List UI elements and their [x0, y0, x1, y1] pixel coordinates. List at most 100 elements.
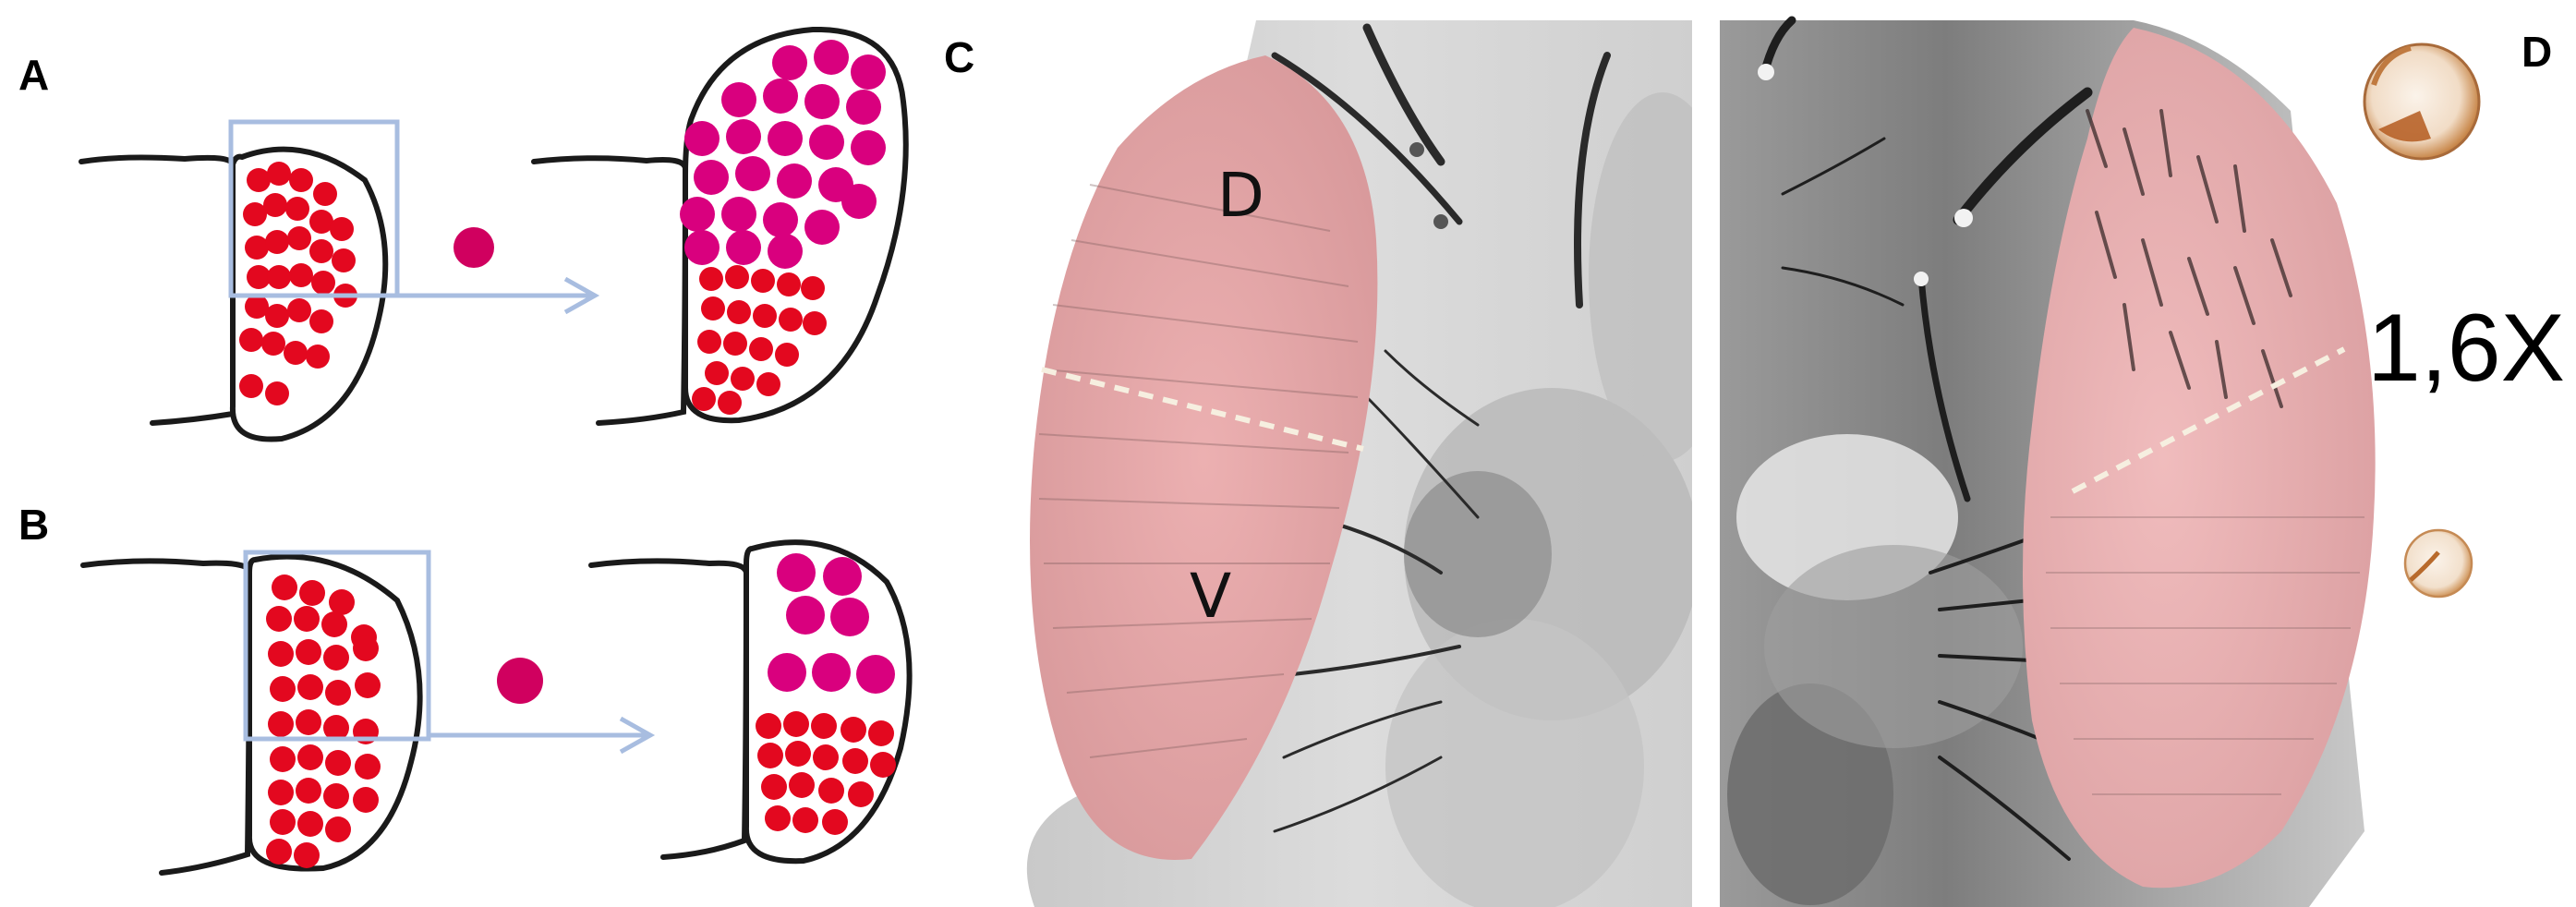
- cell: [270, 809, 296, 835]
- cell: [789, 772, 815, 798]
- cell: [723, 332, 747, 356]
- cell: [680, 197, 715, 232]
- cell: [287, 298, 311, 322]
- panel-separator: [1692, 0, 1720, 907]
- cell: [296, 639, 321, 665]
- cell: [804, 84, 840, 119]
- cell: [329, 589, 355, 615]
- cell: [830, 598, 869, 636]
- cell: [768, 653, 806, 692]
- cell: [777, 553, 816, 592]
- cell: [325, 816, 351, 842]
- cell: [265, 304, 289, 328]
- cell: [694, 160, 729, 195]
- cell: [726, 119, 761, 154]
- cell: [297, 674, 323, 700]
- cell: [699, 267, 723, 291]
- cell: [756, 372, 780, 396]
- cell: [309, 309, 333, 333]
- cell: [763, 79, 798, 114]
- panel-c: C: [944, 0, 2376, 907]
- cell: [299, 580, 325, 606]
- cell: [765, 805, 791, 831]
- cell: [822, 809, 848, 835]
- cell: [813, 744, 839, 770]
- cell: [756, 713, 781, 739]
- cell: [846, 90, 881, 125]
- cell: [268, 641, 294, 667]
- cell: [811, 713, 837, 739]
- cell: [306, 345, 330, 369]
- cell: [330, 217, 354, 241]
- cell: [721, 197, 756, 232]
- cell: [294, 606, 320, 632]
- cell: [868, 720, 894, 746]
- dorsal-label: D: [1217, 160, 1264, 231]
- panel-b: B: [18, 501, 910, 873]
- cell: [779, 308, 803, 332]
- cell: [325, 680, 351, 706]
- cell: [268, 780, 294, 805]
- cell: [296, 709, 321, 735]
- panel-b-label: B: [18, 501, 49, 549]
- cell: [763, 202, 798, 237]
- cell: [287, 226, 311, 250]
- small-eye-icon: [2405, 530, 2472, 597]
- cell: [309, 239, 333, 263]
- cell: [785, 741, 811, 767]
- panel-c-label: C: [944, 33, 974, 81]
- right-arrow-icon: [429, 719, 650, 752]
- cell: [768, 121, 803, 156]
- panel-a-label: A: [18, 51, 49, 99]
- cell: [842, 748, 868, 774]
- ventral-label: V: [1190, 561, 1231, 632]
- cell: [266, 606, 292, 632]
- cell: [753, 304, 777, 328]
- panel-d: D 1,6X: [2364, 28, 2565, 597]
- cell: [841, 717, 866, 743]
- cell: [261, 332, 285, 356]
- eye-disc-before-b: [83, 557, 420, 873]
- cell: [284, 341, 308, 365]
- cell: [272, 574, 297, 600]
- cell: [289, 168, 313, 192]
- cell: [294, 842, 320, 868]
- eye-disc-after-a: [534, 30, 906, 423]
- cell: [792, 807, 818, 833]
- cell: [353, 787, 379, 813]
- cell: [809, 125, 844, 160]
- cell: [727, 300, 751, 324]
- right-arrow-icon: [397, 279, 595, 312]
- cell: [848, 781, 874, 807]
- panel-a: A: [18, 30, 906, 440]
- cell: [768, 234, 803, 269]
- cell: [749, 337, 773, 361]
- cell: [725, 265, 749, 289]
- cell: [285, 197, 309, 221]
- cell: [870, 752, 896, 778]
- cell: [311, 271, 335, 295]
- cell: [239, 374, 263, 398]
- cell: [355, 754, 381, 780]
- cell: [775, 343, 799, 367]
- cell: [777, 272, 801, 296]
- cell: [786, 596, 825, 635]
- cell: [245, 236, 269, 260]
- inducer-dot: [454, 227, 494, 268]
- cell: [761, 774, 787, 800]
- cell: [265, 230, 289, 254]
- cell: [355, 672, 381, 698]
- disc-outline: [81, 158, 233, 423]
- cell: [731, 367, 755, 391]
- cell: [270, 746, 296, 772]
- cell: [814, 40, 849, 75]
- cell: [297, 811, 323, 837]
- cell: [804, 210, 840, 245]
- cell: [841, 184, 877, 219]
- cell: [692, 387, 716, 411]
- cell: [239, 328, 263, 352]
- eye-disc-after-b: [591, 542, 910, 861]
- cell: [289, 263, 313, 287]
- cell: [721, 82, 756, 117]
- cell: [684, 121, 720, 156]
